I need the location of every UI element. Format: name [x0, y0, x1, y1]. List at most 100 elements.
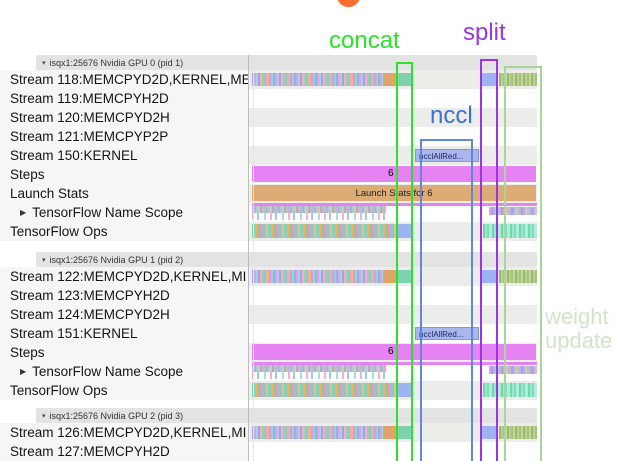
collapse-triangle-icon[interactable]: ▾: [42, 412, 46, 420]
row-label-text: TensorFlow Ops: [10, 383, 108, 398]
kernel-event-bar[interactable]: [383, 426, 397, 439]
trace-row-timeline: [249, 362, 537, 381]
row-label[interactable]: Launch Stats: [0, 184, 248, 203]
row-label[interactable]: ▶ TensorFlow Name Scope: [0, 362, 248, 381]
event-bar-label: 6: [388, 168, 394, 179]
name-scope-events-bar[interactable]: [252, 365, 386, 379]
row-label[interactable]: Steps: [0, 343, 248, 362]
trace-row-timeline: 6: [249, 343, 537, 362]
row-label[interactable]: TensorFlow Ops: [0, 381, 248, 400]
process-header[interactable]: ▾isqx1:25676 Nvidia GPU 0 (pid 1): [36, 55, 537, 70]
process-header[interactable]: ▾isqx1:25676 Nvidia GPU 1 (pid 2): [36, 252, 537, 267]
tf-ops-event-bar[interactable]: [397, 383, 413, 397]
trace-row-timeline: [249, 442, 537, 461]
name-scope-events-bar[interactable]: [252, 206, 386, 220]
concat-event-bar[interactable]: [397, 426, 411, 439]
row-label-text: Stream 118:MEMCPYD2D,KERNEL,ME: [10, 72, 248, 87]
trace-row-timeline: [249, 423, 537, 442]
row-label[interactable]: Stream 119:MEMCPYH2D: [0, 89, 248, 108]
trace-row-timeline: [249, 305, 537, 324]
tf-ops-events-bar[interactable]: [483, 383, 537, 397]
row-label-text: Stream 122:MEMCPYD2D,KERNEL,MI: [10, 269, 247, 284]
split-event-bar[interactable]: [482, 426, 497, 439]
process-header-label: isqx1:25676 Nvidia GPU 0 (pid 1): [49, 57, 184, 68]
concat-event-bar[interactable]: [397, 73, 411, 86]
trace-row-timeline: 6: [249, 165, 537, 184]
collapse-triangle-icon[interactable]: ▾: [42, 256, 46, 264]
weight-update-events-bar[interactable]: [499, 270, 537, 283]
timeline-gridline: [253, 55, 254, 461]
row-label[interactable]: Stream 120:MEMCPYD2H: [0, 108, 248, 127]
event-bar-label: 6: [388, 346, 394, 357]
trace-row-timeline: Launch Stats for 6: [249, 184, 537, 203]
trace-row-timeline: ncclAllRed...: [249, 146, 537, 165]
steps-bar[interactable]: 6: [252, 344, 536, 360]
row-label[interactable]: Steps: [0, 165, 248, 184]
expand-arrow-icon[interactable]: ▶: [20, 208, 27, 217]
row-label-text: Stream 126:MEMCPYD2D,KERNEL,MI: [10, 425, 247, 440]
row-label[interactable]: Stream 126:MEMCPYD2D,KERNEL,MI: [0, 423, 248, 442]
nccl-event-bar[interactable]: ncclAllRed...: [415, 149, 479, 162]
split-event-bar[interactable]: [482, 270, 497, 283]
launch-stats-bar[interactable]: Launch Stats for 6: [252, 185, 536, 201]
row-label-text: TensorFlow Ops: [10, 224, 108, 239]
trace-row-timeline: [249, 127, 537, 146]
event-bar-label: ncclAllRed...: [419, 329, 464, 339]
weight-update-events-bar[interactable]: [499, 73, 537, 86]
process-header-label: isqx1:25676 Nvidia GPU 1 (pid 2): [49, 254, 184, 265]
split-event-bar[interactable]: [482, 73, 497, 86]
row-label-text: TensorFlow Name Scope: [32, 364, 183, 379]
kernel-events-bar[interactable]: [252, 73, 383, 86]
name-scope-events-bar[interactable]: [489, 207, 537, 215]
row-label[interactable]: Stream 151:KERNEL: [0, 324, 248, 343]
trace-row-timeline: ncclAllRed...: [249, 324, 537, 343]
row-label-text: Stream 119:MEMCPYH2D: [10, 91, 169, 106]
row-label[interactable]: TensorFlow Ops: [0, 222, 248, 241]
concat-annotation-label: concat: [329, 27, 400, 54]
tf-ops-events-bar[interactable]: [252, 383, 397, 397]
name-scope-events-bar[interactable]: [489, 366, 537, 374]
tf-ops-events-bar[interactable]: [483, 224, 537, 238]
row-label[interactable]: Stream 127:MEMCPYH2D: [0, 442, 248, 461]
kernel-event-bar[interactable]: [383, 73, 397, 86]
collapse-triangle-icon[interactable]: ▾: [42, 59, 46, 67]
tf-ops-events-bar[interactable]: [252, 224, 397, 238]
row-label-text: Steps: [10, 167, 45, 182]
row-label-text: Steps: [10, 345, 45, 360]
weight-update-annotation-label: weight update: [545, 304, 613, 353]
event-bar-label: Launch Stats for 6: [355, 187, 433, 199]
row-label[interactable]: Stream 124:MEMCPYD2H: [0, 305, 248, 324]
trace-row-timeline: [249, 89, 537, 108]
row-label-text: Stream 127:MEMCPYH2D: [10, 444, 170, 459]
steps-bar[interactable]: 6: [252, 166, 536, 182]
process-header[interactable]: ▾isqx1:25676 Nvidia GPU 2 (pid 3): [36, 408, 537, 423]
row-label[interactable]: ▶ TensorFlow Name Scope: [0, 203, 248, 222]
row-label[interactable]: Stream 118:MEMCPYD2D,KERNEL,ME: [0, 70, 248, 89]
row-label-text: Stream 121:MEMCPYP2P: [10, 129, 169, 144]
kernel-events-bar[interactable]: [252, 426, 383, 439]
kernel-event-bar[interactable]: [383, 270, 397, 283]
tf-ops-event-bar[interactable]: [397, 224, 413, 238]
row-label[interactable]: Stream 150:KERNEL: [0, 146, 248, 165]
row-label[interactable]: Stream 121:MEMCPYP2P: [0, 127, 248, 146]
row-label-text: Stream 150:KERNEL: [10, 148, 138, 163]
row-label[interactable]: Stream 123:MEMCPYH2D: [0, 286, 248, 305]
trace-row-timeline: [249, 286, 537, 305]
kernel-events-bar[interactable]: [252, 270, 383, 283]
trace-row-timeline: [249, 222, 537, 241]
name-scope-strip[interactable]: [252, 203, 537, 206]
name-scope-strip[interactable]: [252, 362, 537, 365]
trace-row-timeline: [249, 381, 537, 400]
row-label-text: Stream 151:KERNEL: [10, 326, 138, 341]
row-label-text: Launch Stats: [10, 186, 89, 201]
nccl-event-bar[interactable]: ncclAllRed...: [415, 327, 479, 340]
row-label[interactable]: Stream 122:MEMCPYD2D,KERNEL,MI: [0, 267, 248, 286]
cropped-orange-glyph: [337, 0, 360, 7]
weight-update-events-bar[interactable]: [499, 426, 537, 439]
trace-row-timeline: [249, 267, 537, 286]
expand-arrow-icon[interactable]: ▶: [20, 367, 27, 376]
row-label-text: TensorFlow Name Scope: [32, 205, 183, 220]
trace-row-timeline: [249, 108, 537, 127]
concat-event-bar[interactable]: [397, 270, 411, 283]
